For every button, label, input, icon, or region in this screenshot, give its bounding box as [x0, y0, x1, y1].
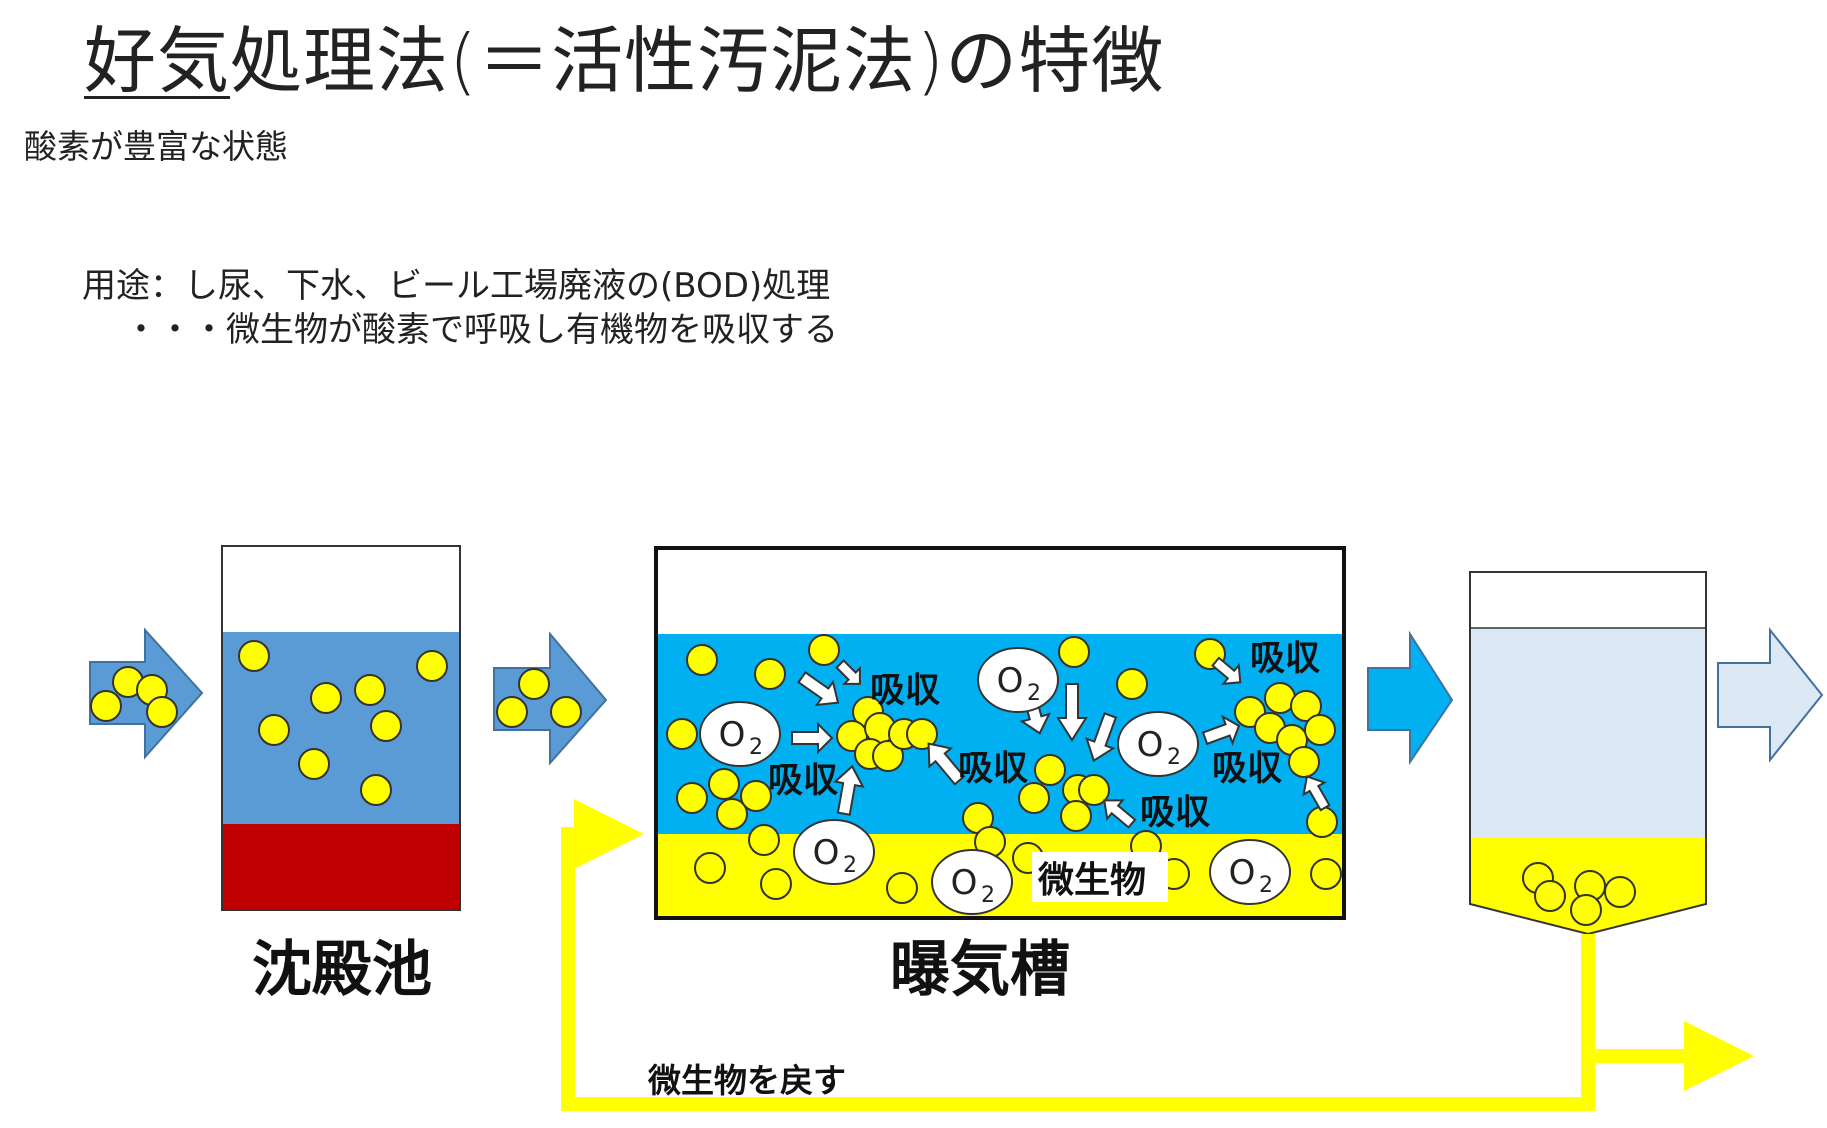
oxygen-bubble: O 2 — [1117, 711, 1199, 777]
title-underlined: 好気 — [84, 19, 231, 103]
settling-tank-label: 沈殿池 — [252, 935, 432, 1005]
svg-text:2: 2 — [1167, 745, 1181, 770]
return-line — [561, 799, 1754, 1111]
svg-text:O: O — [1137, 725, 1164, 765]
svg-text:2: 2 — [1027, 681, 1041, 706]
return-microbes-label: 微生物を戻す — [647, 1061, 846, 1100]
aeration-tank: O 2 O 2 O 2 O 2 O 2 — [654, 546, 1346, 920]
svg-text:O: O — [813, 833, 840, 873]
svg-text:O: O — [997, 661, 1024, 701]
svg-text:O: O — [951, 863, 978, 903]
oxygen-bubble: O 2 — [793, 819, 875, 885]
page-title: 好気処理法(＝活性汚泥法)の特徴 — [84, 18, 1164, 104]
settling-tank — [221, 545, 461, 911]
svg-text:2: 2 — [1259, 873, 1273, 898]
usage-line-2: ・・・微生物が酸素で呼吸し有機物を吸収する — [124, 310, 838, 350]
outflow-arrow — [1717, 627, 1824, 763]
settling-microbes — [238, 640, 448, 806]
inflow-arrow — [89, 627, 204, 760]
svg-text:吸収: 吸収 — [1212, 749, 1282, 789]
oxygen-bubble: O 2 — [1209, 839, 1291, 905]
svg-text:吸収: 吸収 — [958, 749, 1028, 789]
clarifier-tank — [1469, 571, 1707, 936]
svg-text:2: 2 — [749, 735, 763, 760]
aeration-tank-label: 曝気槽 — [890, 935, 1070, 1005]
subtitle: 酸素が豊富な状態 — [24, 127, 288, 166]
absorb-labels: 吸収 吸収 吸収 吸収 吸収 吸収 — [768, 639, 1320, 833]
clarifier-microbes — [1522, 862, 1636, 926]
oxygen-bubbles: O 2 O 2 O 2 O 2 O 2 — [699, 647, 1291, 915]
usage-line-1: 用途：し尿、下水、ビール工場廃液の(BOD)処理 — [82, 266, 831, 306]
title-rest: 処理法(＝活性汚泥法)の特徴 — [230, 19, 1165, 103]
svg-text:2: 2 — [981, 883, 995, 908]
svg-text:吸収: 吸収 — [768, 761, 838, 801]
microbes-label: 微生物 — [1037, 860, 1146, 901]
svg-text:O: O — [719, 715, 746, 755]
svg-text:吸収: 吸収 — [870, 671, 940, 711]
oxygen-bubble: O 2 — [699, 701, 781, 767]
svg-text:O: O — [1229, 853, 1256, 893]
oxygen-bubble: O 2 — [931, 849, 1013, 915]
flow-arrow-3 — [1367, 630, 1454, 766]
svg-text:2: 2 — [843, 853, 857, 878]
flow-arrow-2 — [493, 631, 608, 766]
svg-text:吸収: 吸収 — [1140, 793, 1210, 833]
oxygen-bubble: O 2 — [977, 647, 1059, 713]
svg-text:吸収: 吸収 — [1250, 639, 1320, 679]
absorb-arrows — [791, 656, 1331, 829]
